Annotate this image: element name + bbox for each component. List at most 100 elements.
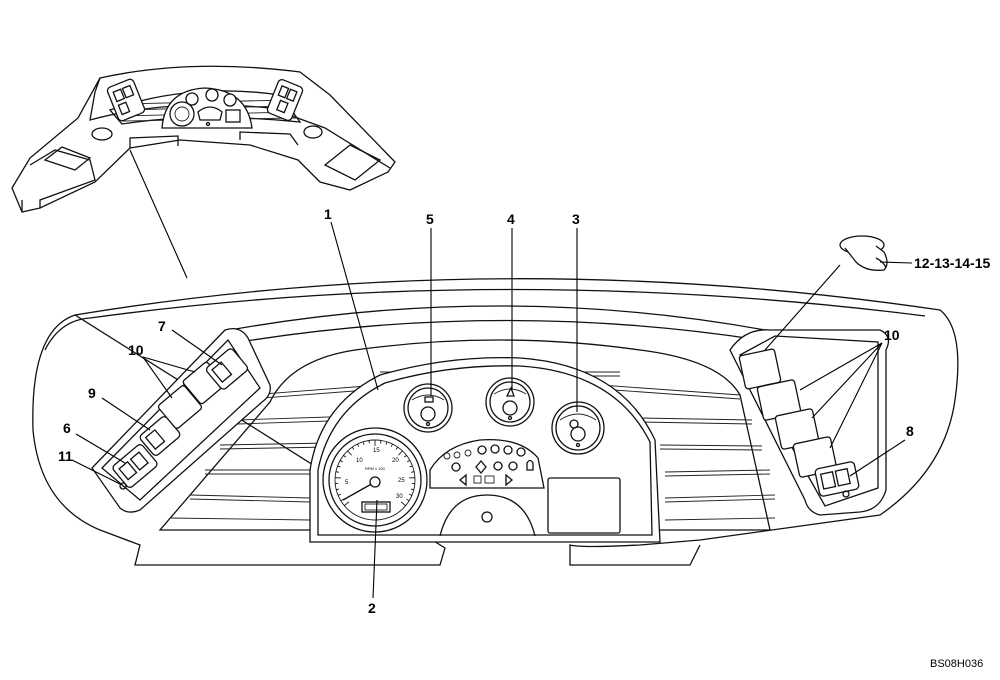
- tach-tick: [395, 446, 399, 450]
- leader-2: [372, 499, 378, 599]
- tach-tick: [344, 501, 350, 507]
- tach-tick: [398, 450, 403, 456]
- hour-meter: [361, 501, 391, 513]
- main-dashboard: 5 10 15 20 25 30 RPM x 100: [32, 235, 959, 566]
- tach-needle: [342, 481, 376, 501]
- instrument-cluster: 5 10 15 20 25 30 RPM x 100: [309, 356, 661, 543]
- callout-11: 11: [58, 448, 73, 464]
- tachometer: 5 10 15 20 25 30 RPM x 100: [322, 427, 428, 533]
- lamp-icon: [477, 445, 487, 455]
- callout-9: 9: [88, 385, 96, 401]
- tach-tick: [347, 450, 352, 456]
- lcd-display-window: [547, 477, 621, 534]
- tach-unit: RPM x 100: [365, 466, 386, 471]
- tach-tick: [408, 493, 413, 496]
- right-louvres: [599, 384, 776, 521]
- tachometer-ticks: [335, 440, 415, 507]
- callout-10-left: 10: [128, 342, 144, 358]
- left-turn-icon: [458, 473, 467, 487]
- tach-tick: [337, 493, 342, 496]
- leader-8: [849, 439, 906, 477]
- right-turn-icon: [505, 473, 514, 487]
- tach-tick: [409, 465, 413, 468]
- callout-3: 3: [572, 211, 580, 227]
- tach-tick: [335, 471, 339, 473]
- lamp-icon: [508, 461, 518, 471]
- cluster-screw-hole: [481, 511, 493, 523]
- leader-7: [171, 329, 223, 366]
- callout-6: 6: [63, 420, 71, 436]
- callout-1: 1: [324, 206, 332, 222]
- leader-10-left-b: [142, 356, 196, 373]
- callout-12-13-14-15: 12-13-14-15: [914, 255, 990, 271]
- tach-label-15: 15: [373, 448, 380, 454]
- warning-lamp-panel: [429, 438, 545, 489]
- callout-7: 7: [158, 318, 166, 334]
- tach-tick: [339, 460, 343, 463]
- tach-tick: [407, 460, 411, 463]
- leader-6: [75, 433, 126, 464]
- tach-tick: [337, 465, 341, 468]
- tach-tick: [343, 455, 347, 458]
- right-rocker-switch-8[interactable]: [814, 461, 860, 497]
- leader-1: [330, 221, 379, 391]
- drawing-reference: BS08H036: [930, 658, 983, 670]
- tach-label-30: 30: [396, 494, 403, 500]
- lamp-icon: [443, 452, 451, 460]
- lamp-icon: [516, 447, 526, 457]
- lamp-icon: [464, 449, 472, 457]
- tach-label-25: 25: [398, 478, 405, 484]
- tach-tick: [390, 443, 393, 447]
- right-indicator: [842, 490, 850, 498]
- overview-link-line: [129, 149, 188, 279]
- leader-12-a: [764, 264, 841, 351]
- lamp-icon: [490, 444, 500, 454]
- tach-tick: [336, 488, 340, 491]
- gauge-4: [485, 377, 535, 427]
- tach-tick: [385, 441, 388, 445]
- left-switch-pod: [91, 327, 271, 513]
- left-rocker-switch-6[interactable]: [111, 443, 158, 489]
- callout-labels: 1 2 3 4 5 6 7 8 9 10 10 11 12-13-14-15 B…: [58, 206, 990, 670]
- tach-label-20: 20: [392, 458, 399, 464]
- leader-12-b: [879, 261, 913, 264]
- callout-4: 4: [507, 211, 515, 227]
- overview-dashboard: [11, 65, 396, 213]
- lamp-icon: [526, 459, 534, 471]
- tach-tick: [406, 498, 410, 502]
- gauge-5: [403, 383, 453, 433]
- callout-10-right: 10: [884, 327, 900, 343]
- left-rocker-switch-7[interactable]: [205, 347, 249, 390]
- right-switch-pod: [729, 329, 890, 516]
- lamp-icon: [484, 475, 495, 484]
- leader-9: [101, 397, 151, 431]
- leader-10-left-a: [142, 356, 173, 399]
- tach-tick: [410, 488, 414, 491]
- callout-2: 2: [368, 600, 376, 616]
- left-indicator-11: [119, 482, 127, 490]
- lamp-icon: [473, 475, 482, 484]
- leader-10-right-b: [811, 342, 883, 419]
- leader-10-right-a: [799, 342, 883, 391]
- tach-tick: [357, 443, 360, 447]
- lamp-icon: [453, 451, 461, 459]
- ignition-key-12-15[interactable]: [839, 235, 888, 271]
- lamp-icon: [451, 462, 461, 472]
- callout-5: 5: [426, 211, 434, 227]
- tach-tick: [400, 501, 406, 507]
- leader-lines: [71, 221, 913, 599]
- lamp-icon: [475, 459, 487, 475]
- tach-label-10: 10: [356, 458, 363, 464]
- leader-11: [71, 459, 121, 485]
- tach-label-5: 5: [345, 480, 349, 486]
- tach-tick: [403, 455, 407, 458]
- leader-10-right-c: [829, 342, 883, 449]
- tach-tick: [351, 446, 355, 450]
- tach-tick: [411, 471, 415, 473]
- callout-8: 8: [906, 423, 914, 439]
- tach-tick: [362, 441, 365, 445]
- lamp-icon: [503, 445, 513, 455]
- gauge-3: [551, 401, 605, 455]
- lamp-icon: [493, 461, 503, 471]
